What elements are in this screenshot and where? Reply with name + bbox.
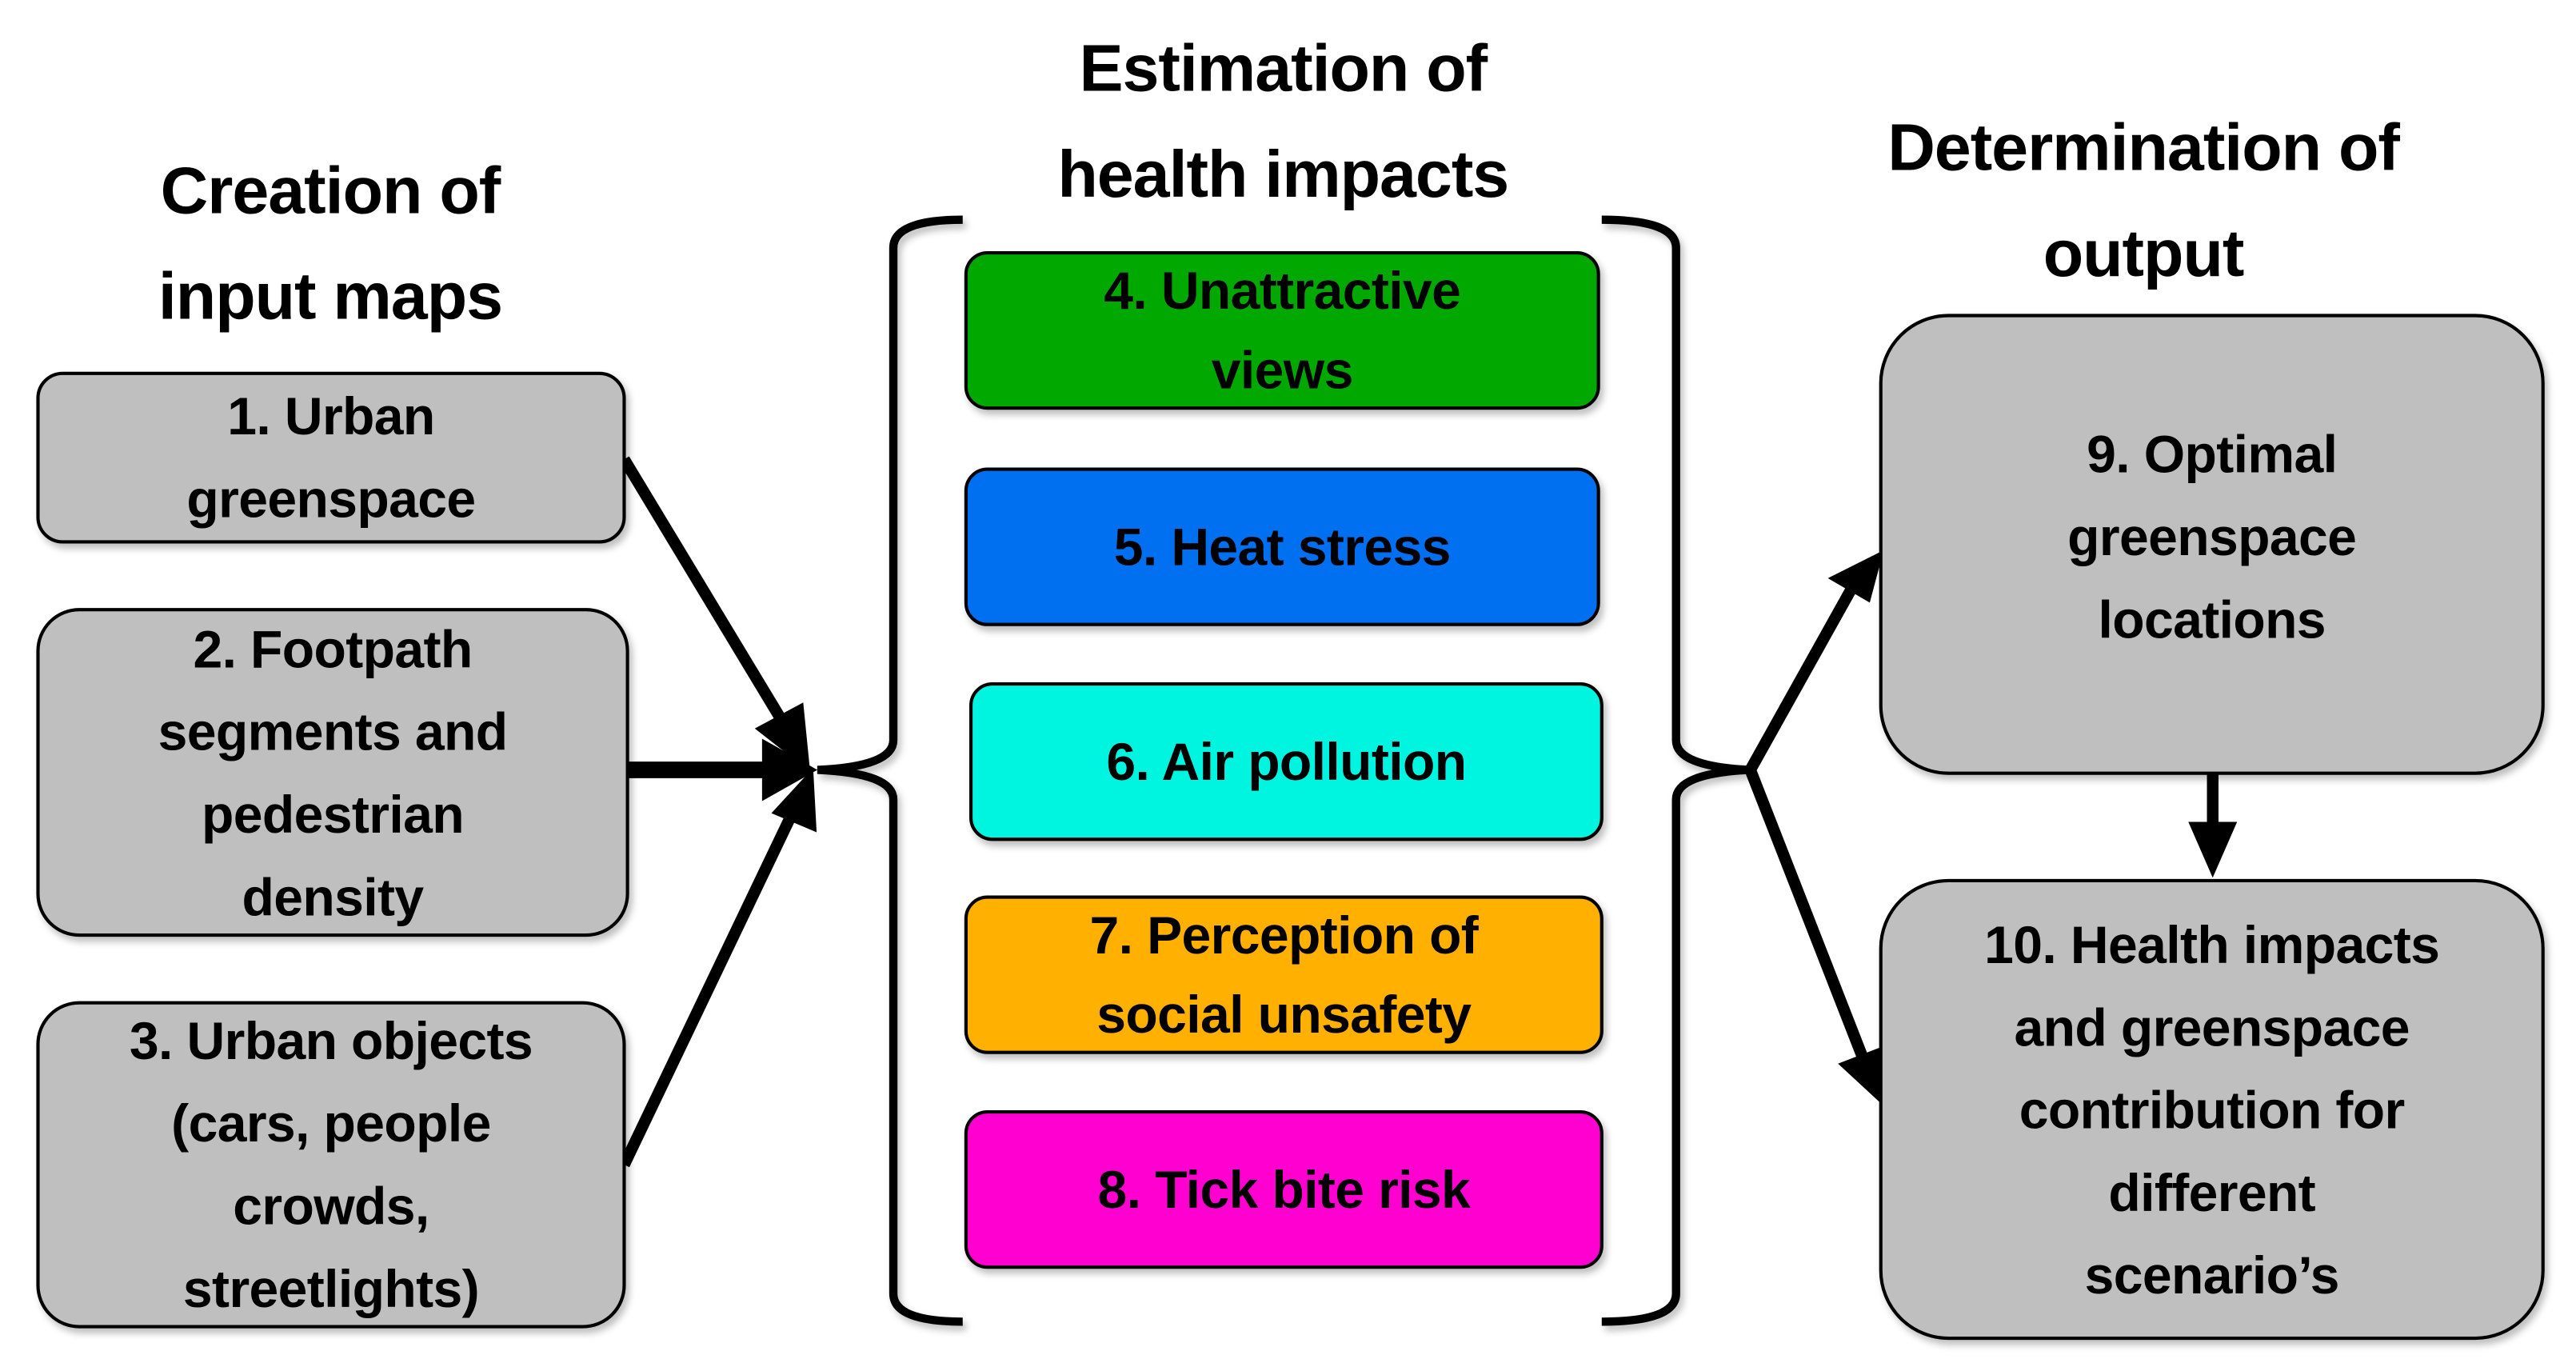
node-text: 10. Health impacts	[1984, 914, 2440, 974]
node-text: (cars, people	[171, 1093, 491, 1153]
node-text: pedestrian	[202, 784, 465, 844]
node-text: contribution for	[2019, 1079, 2405, 1140]
node-text: crowds,	[233, 1176, 429, 1236]
heading-line: health impacts	[1057, 138, 1509, 212]
node-6-air-pollution: 6. Air pollution	[969, 682, 1604, 841]
node-text: 5. Heat stress	[1113, 517, 1452, 577]
node-text: 2. Footpath	[193, 618, 473, 678]
node-text: 6. Air pollution	[1106, 731, 1467, 792]
node-text: different	[2108, 1162, 2316, 1222]
node-text: locations	[2098, 590, 2326, 650]
node-text: segments and	[158, 701, 508, 761]
heading-determination-of-output: Determination of output	[1800, 96, 2487, 307]
node-text: 9. Optimal	[2087, 424, 2338, 485]
output-arrows	[1744, 550, 2238, 1106]
right-brace	[1601, 215, 1751, 1326]
heading-line: Creation of	[160, 155, 501, 229]
node-text: and greenspace	[2014, 997, 2410, 1057]
node-9-optimal-greenspace-locations: 9. Optimal greenspace locations	[1879, 314, 2545, 775]
heading-line: output	[2043, 218, 2245, 291]
node-text: social unsafety	[1096, 985, 1472, 1045]
node-4-unattractive-views: 4. Unattractive views	[964, 250, 1600, 410]
node-7-perception-of-social-unsafety: 7. Perception of social unsafety	[964, 895, 1604, 1054]
node-text: 7. Perception of	[1089, 905, 1479, 965]
node-3-urban-objects: 3. Urban objects (cars, people crowds, s…	[36, 1001, 626, 1329]
heading-line: Determination of	[1887, 112, 2400, 186]
node-text: views	[1211, 340, 1354, 400]
left-brace	[817, 215, 963, 1326]
node-text: 1. Urban	[227, 386, 435, 446]
node-1-urban-greenspace: 1. Urban greenspace	[36, 371, 626, 544]
input-arrows	[618, 456, 818, 1168]
node-text: density	[242, 866, 425, 926]
node-text: greenspace	[186, 469, 476, 529]
heading-estimation-of-health-impacts: Estimation of health impacts	[953, 17, 1613, 228]
heading-creation-of-input-maps: Creation of input maps	[36, 138, 624, 350]
node-text: scenario’s	[2084, 1245, 2340, 1305]
node-text: 8. Tick bite risk	[1097, 1159, 1471, 1220]
node-8-tick-bite-risk: 8. Tick bite risk	[964, 1109, 1604, 1269]
node-text: greenspace	[2067, 507, 2357, 567]
node-5-heat-stress: 5. Heat stress	[964, 467, 1600, 626]
heading-line: input maps	[158, 261, 503, 334]
heading-line: Estimation of	[1079, 33, 1488, 106]
node-2-footpath-segments: 2. Footpath segments and pedestrian dens…	[36, 608, 629, 937]
node-text: 4. Unattractive	[1104, 261, 1461, 321]
node-text: streetlights)	[182, 1258, 480, 1319]
node-10-health-impacts-and-contribution: 10. Health impacts and greenspace contri…	[1879, 878, 2545, 1341]
node-text: 3. Urban objects	[129, 1011, 533, 1071]
